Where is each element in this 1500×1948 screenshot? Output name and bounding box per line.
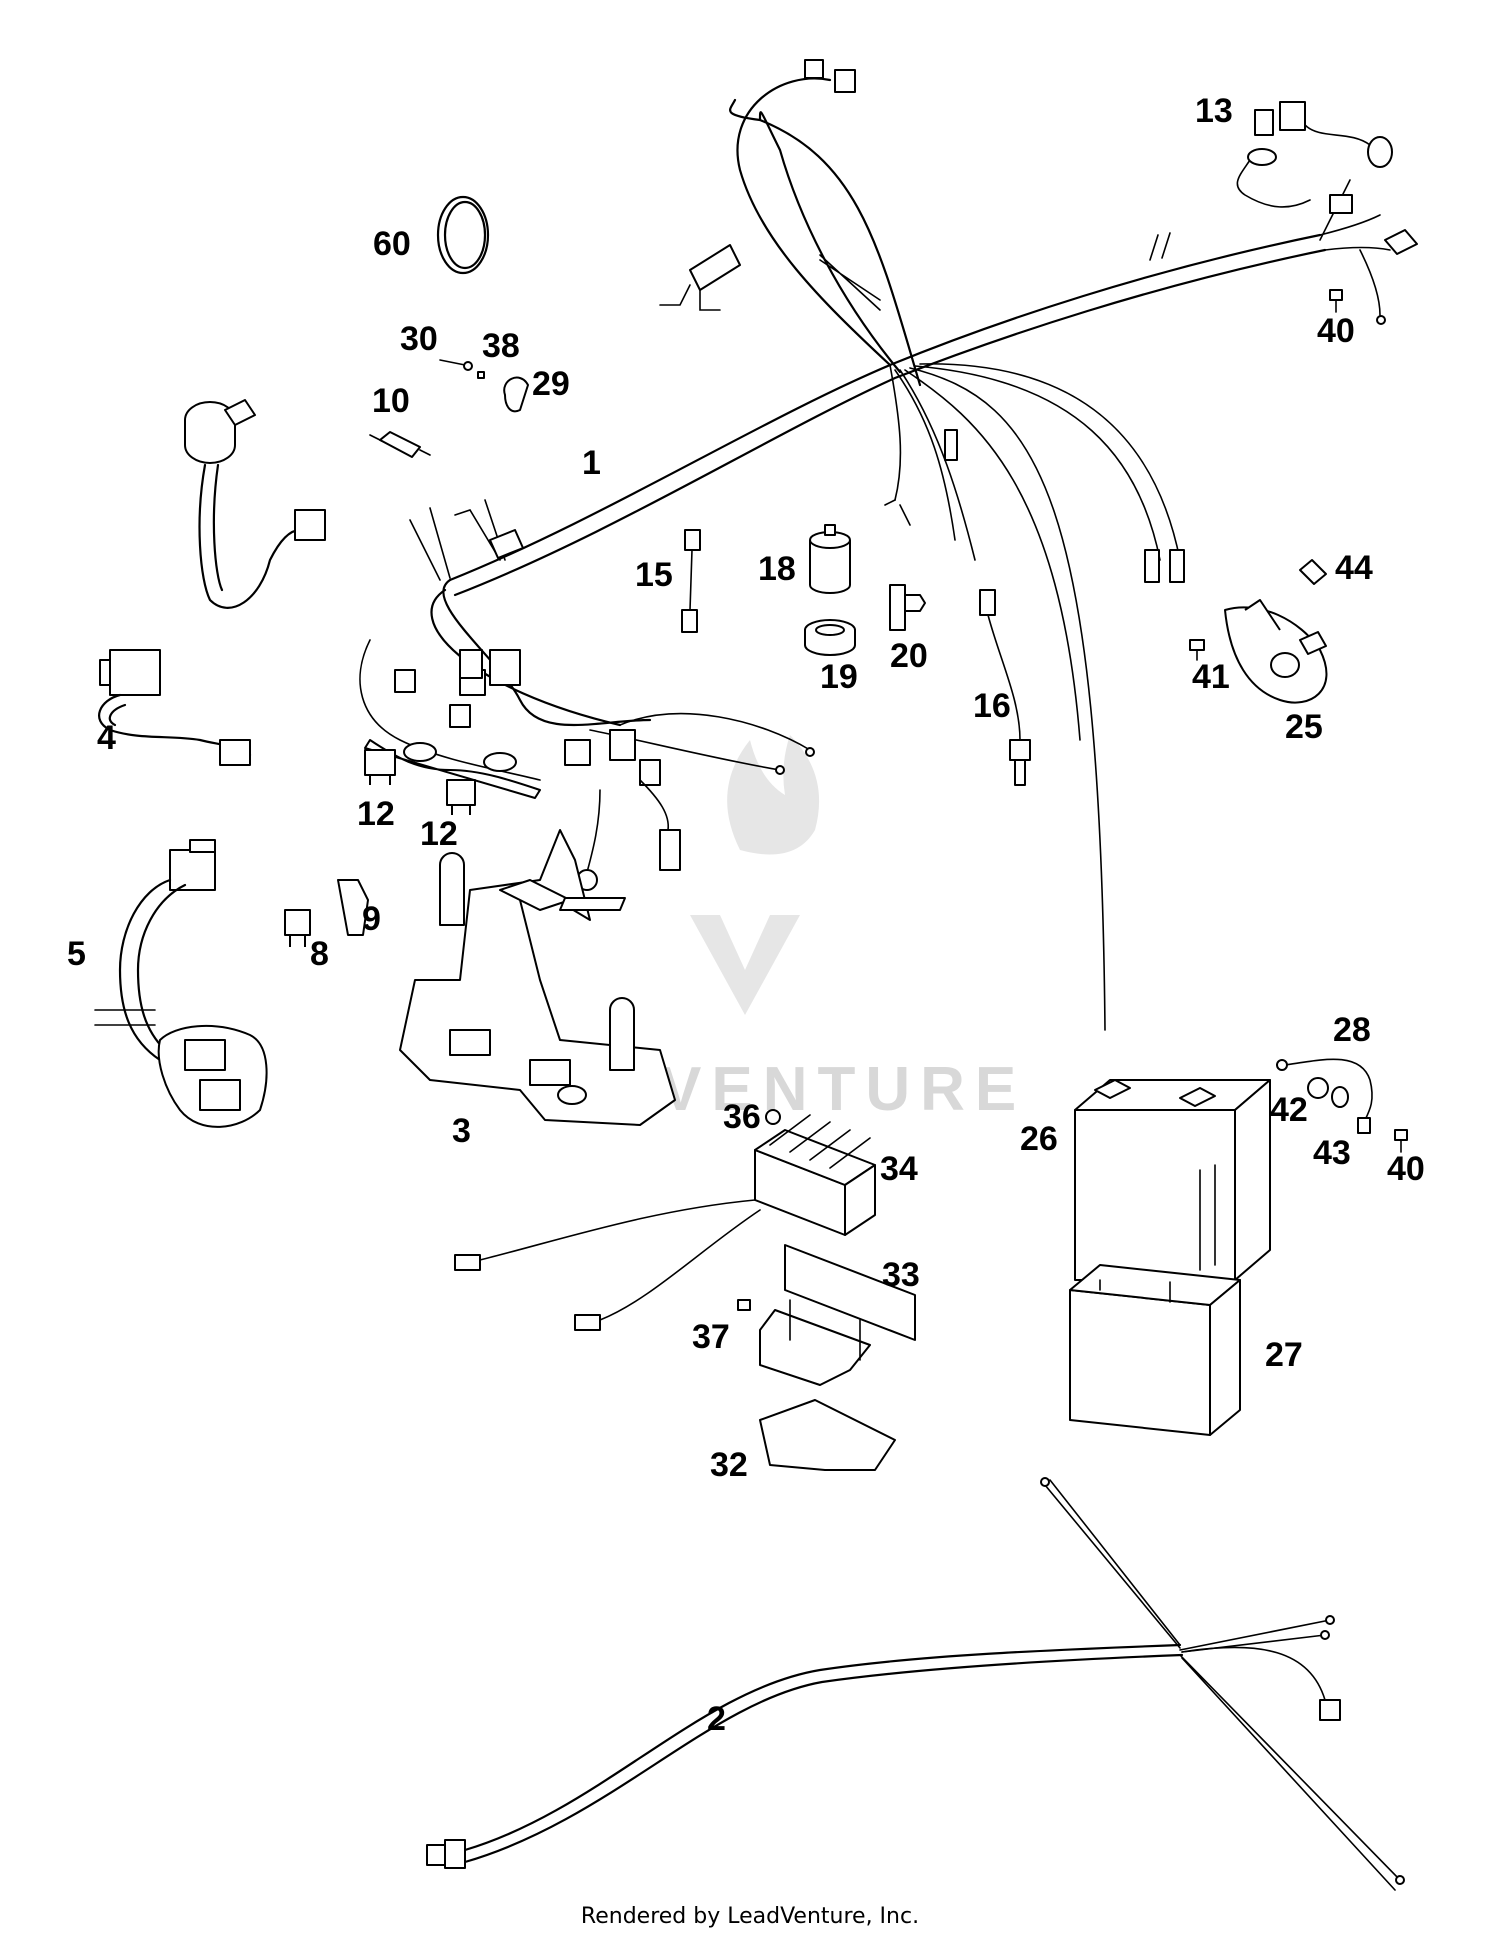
callout-10: 10 (372, 382, 410, 420)
callout-40b: 40 (1387, 1150, 1425, 1188)
callout-30: 30 (400, 320, 438, 358)
callout-44: 44 (1335, 549, 1373, 587)
secondary-harness (426, 1477, 1405, 1891)
callout-29: 29 (532, 365, 570, 403)
callout-19: 19 (820, 658, 858, 696)
battery-box (1069, 1264, 1241, 1436)
brake-switch (681, 529, 701, 633)
battery (1074, 1079, 1271, 1281)
oil-pressure-switch (979, 589, 1031, 786)
callout-2: 2 (707, 1700, 726, 1738)
callout-9: 9 (362, 900, 381, 938)
callout-16: 16 (973, 687, 1011, 725)
callout-26: 26 (1020, 1120, 1058, 1158)
callout-4: 4 (97, 719, 116, 757)
kill-switch (98, 649, 252, 766)
callout-40a: 40 (1317, 312, 1355, 350)
callout-1: 1 (582, 444, 601, 482)
diode-connector (369, 431, 431, 458)
callout-20: 20 (890, 637, 928, 675)
callout-28: 28 (1333, 1011, 1371, 1049)
watermark-text: VENTURE (660, 1055, 1026, 1124)
callout-27: 27 (1265, 1336, 1303, 1374)
callout-3: 3 (452, 1112, 471, 1150)
callout-60: 60 (373, 225, 411, 263)
callout-43: 43 (1313, 1134, 1351, 1172)
footer-credit: Rendered by LeadVenture, Inc. (580, 1904, 920, 1929)
fuses (364, 749, 476, 815)
clip-screws (439, 359, 529, 413)
callout-37: 37 (692, 1318, 730, 1356)
callout-18: 18 (758, 550, 796, 588)
callout-38: 38 (482, 327, 520, 365)
callout-41: 41 (1192, 658, 1230, 696)
mounting-plate (737, 1244, 916, 1471)
voltage-regulator (454, 1109, 876, 1331)
watermark-v-icon (690, 915, 800, 1015)
callout-42: 42 (1270, 1091, 1308, 1129)
callout-36: 36 (723, 1098, 761, 1136)
callout-32: 32 (710, 1446, 748, 1484)
harness-bracket (399, 829, 676, 1126)
horn (1189, 559, 1328, 704)
callout-8: 8 (310, 935, 329, 973)
callout-12a: 12 (357, 795, 395, 833)
callout-34: 34 (880, 1150, 918, 1188)
watermark: VENTURE (660, 735, 1026, 1124)
handlebar-switch (94, 839, 268, 1128)
pickup-sensor (184, 399, 326, 609)
main-wiring-harness (359, 59, 1418, 1031)
callout-labels: 1 2 3 4 5 8 9 10 12 12 13 15 16 18 19 20… (67, 92, 1425, 1738)
relay-and-clip (284, 879, 369, 947)
callout-15: 15 (635, 556, 673, 594)
ground-cable (1276, 289, 1408, 1153)
capacitor-set (804, 524, 926, 656)
callout-5: 5 (67, 935, 86, 973)
callout-33: 33 (882, 1256, 920, 1294)
callout-13: 13 (1195, 92, 1233, 130)
cable-tie (436, 195, 490, 275)
main-fuse-holder (1236, 101, 1393, 208)
callout-25: 25 (1285, 708, 1323, 746)
callout-12b: 12 (420, 815, 458, 853)
